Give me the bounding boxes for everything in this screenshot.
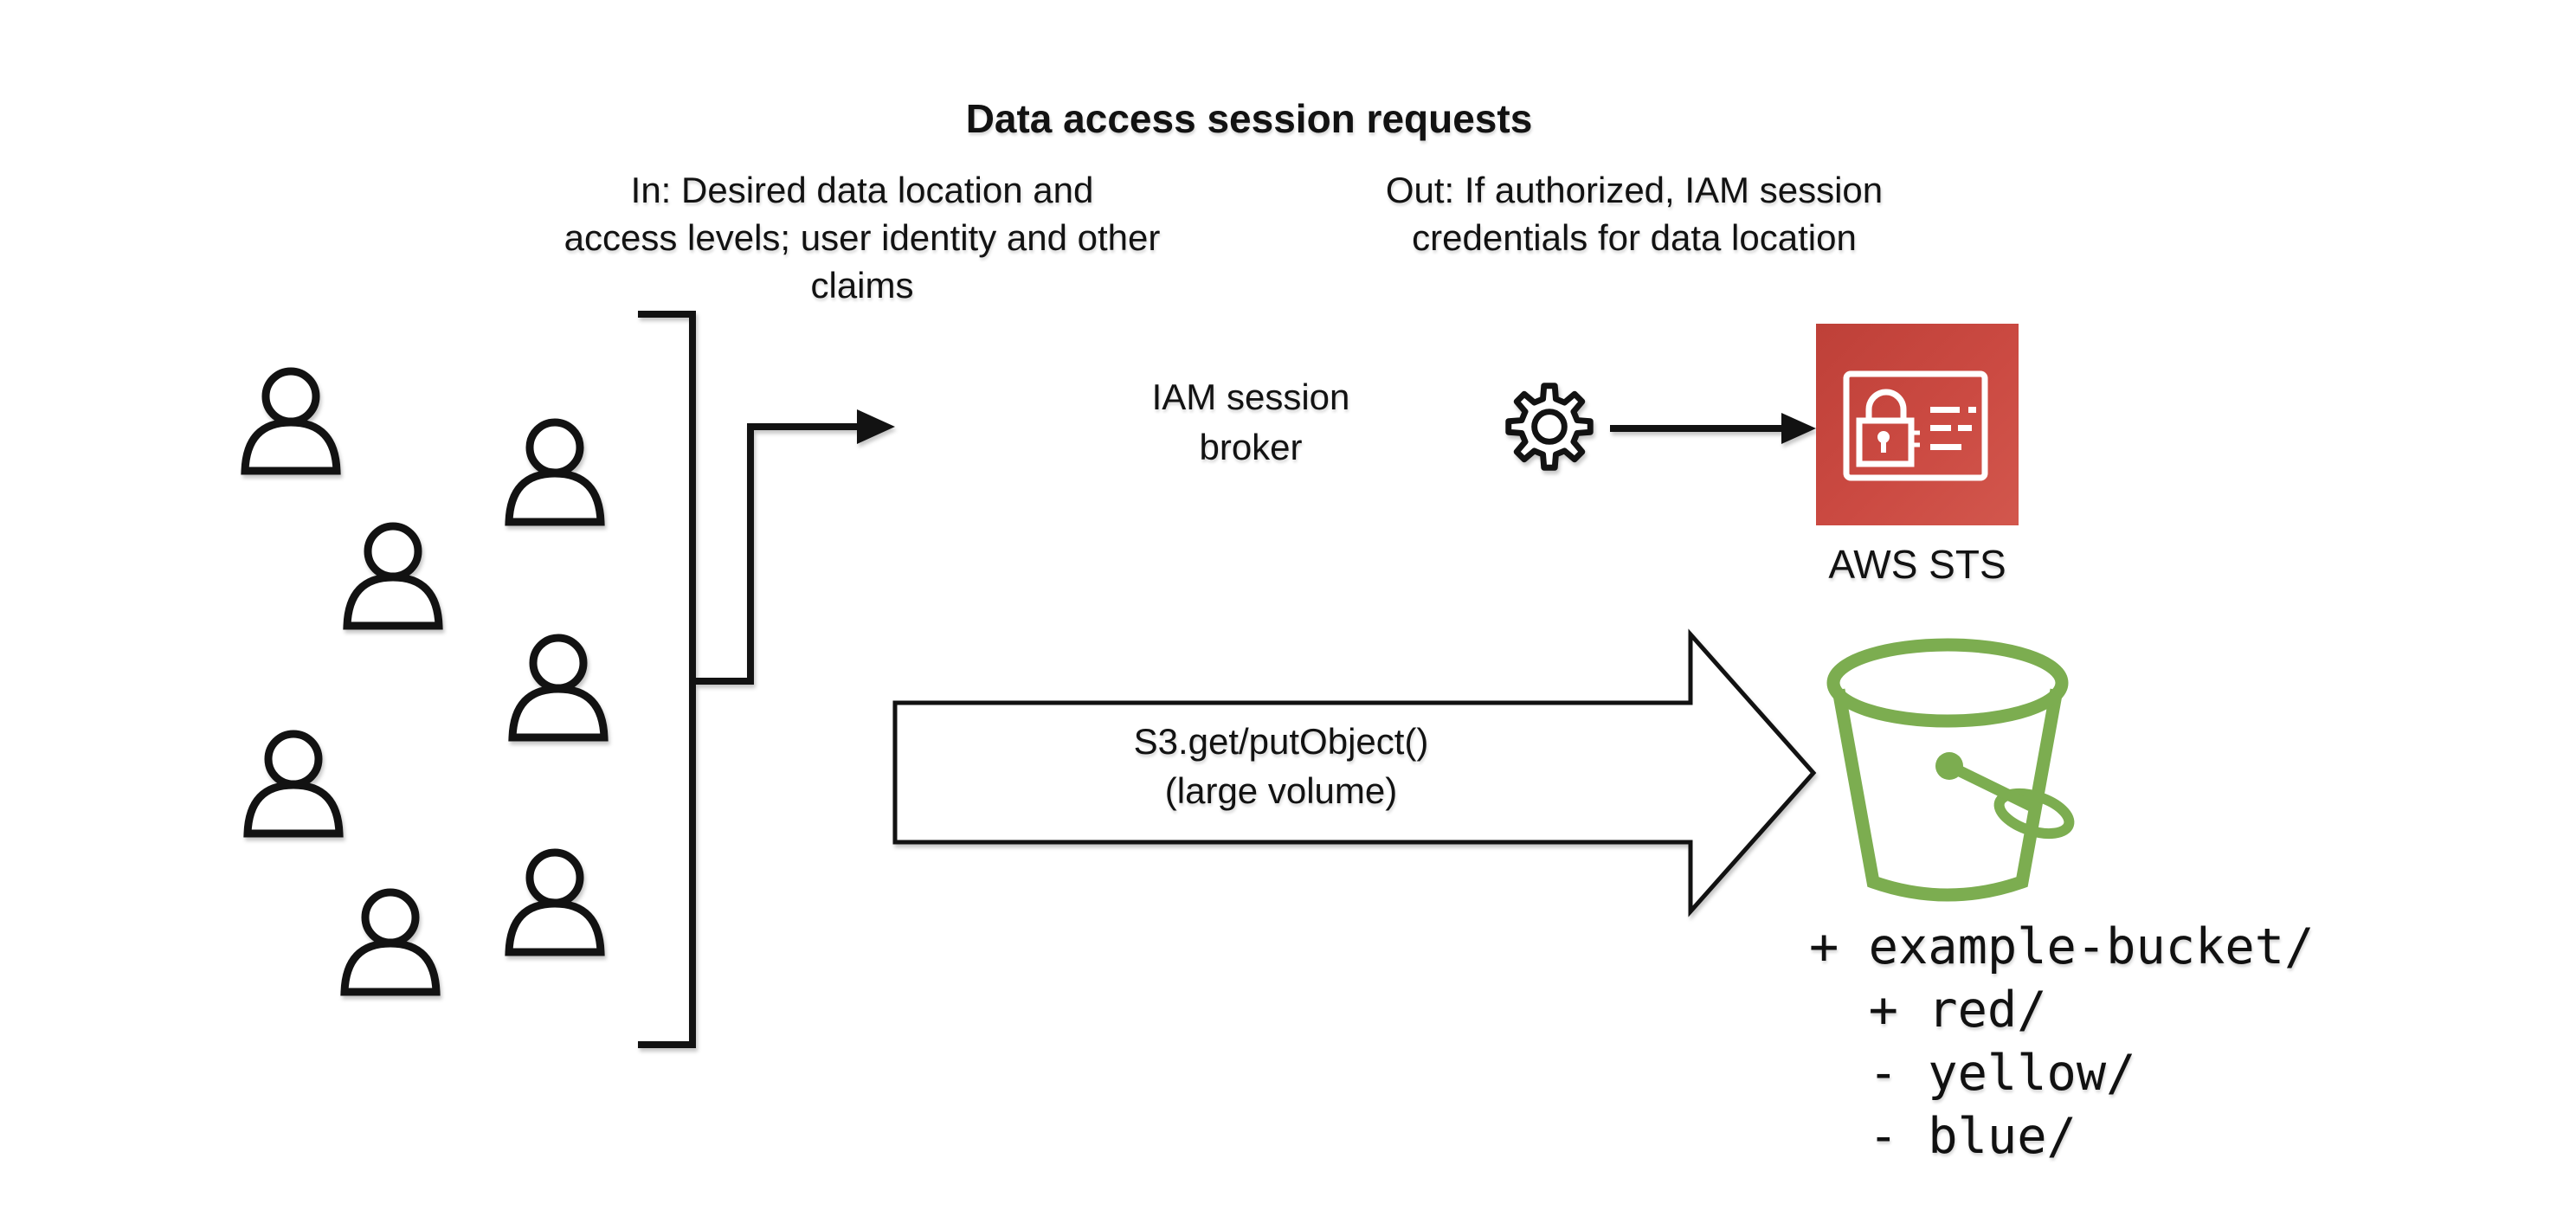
users-bracket [638,311,895,1048]
page-title: Data access session requests [965,96,1533,141]
in-note: In: Desired data location and access lev… [564,170,1161,306]
user-icon [341,517,445,633]
user-icon [506,628,610,744]
user-icon [338,883,442,999]
out-note: Out: If authorized, IAM session credenti… [1385,170,1884,258]
user-icon [239,362,343,478]
user-icon [503,843,607,959]
sts-card-lock-icon [1843,370,1988,481]
gear-icon [1505,383,1594,471]
user-icon [503,413,607,529]
bucket-listing: + example-bucket/ + red/ - yellow/ - blu… [1809,918,2315,1165]
user-icon [242,724,345,840]
arrowhead-icon [857,409,895,444]
s3-bucket-icon [1826,638,2075,902]
aws-sts-icon [1816,324,2019,525]
s3-request-label: S3.get/putObject() (large volume) [1133,721,1429,811]
sts-label: AWS STS [1828,542,2006,587]
s3-request-arrow [892,628,1817,917]
sts-arrow [1610,413,1816,444]
broker-label: IAM session broker [1151,377,1350,467]
arrowhead-icon [1781,413,1816,444]
